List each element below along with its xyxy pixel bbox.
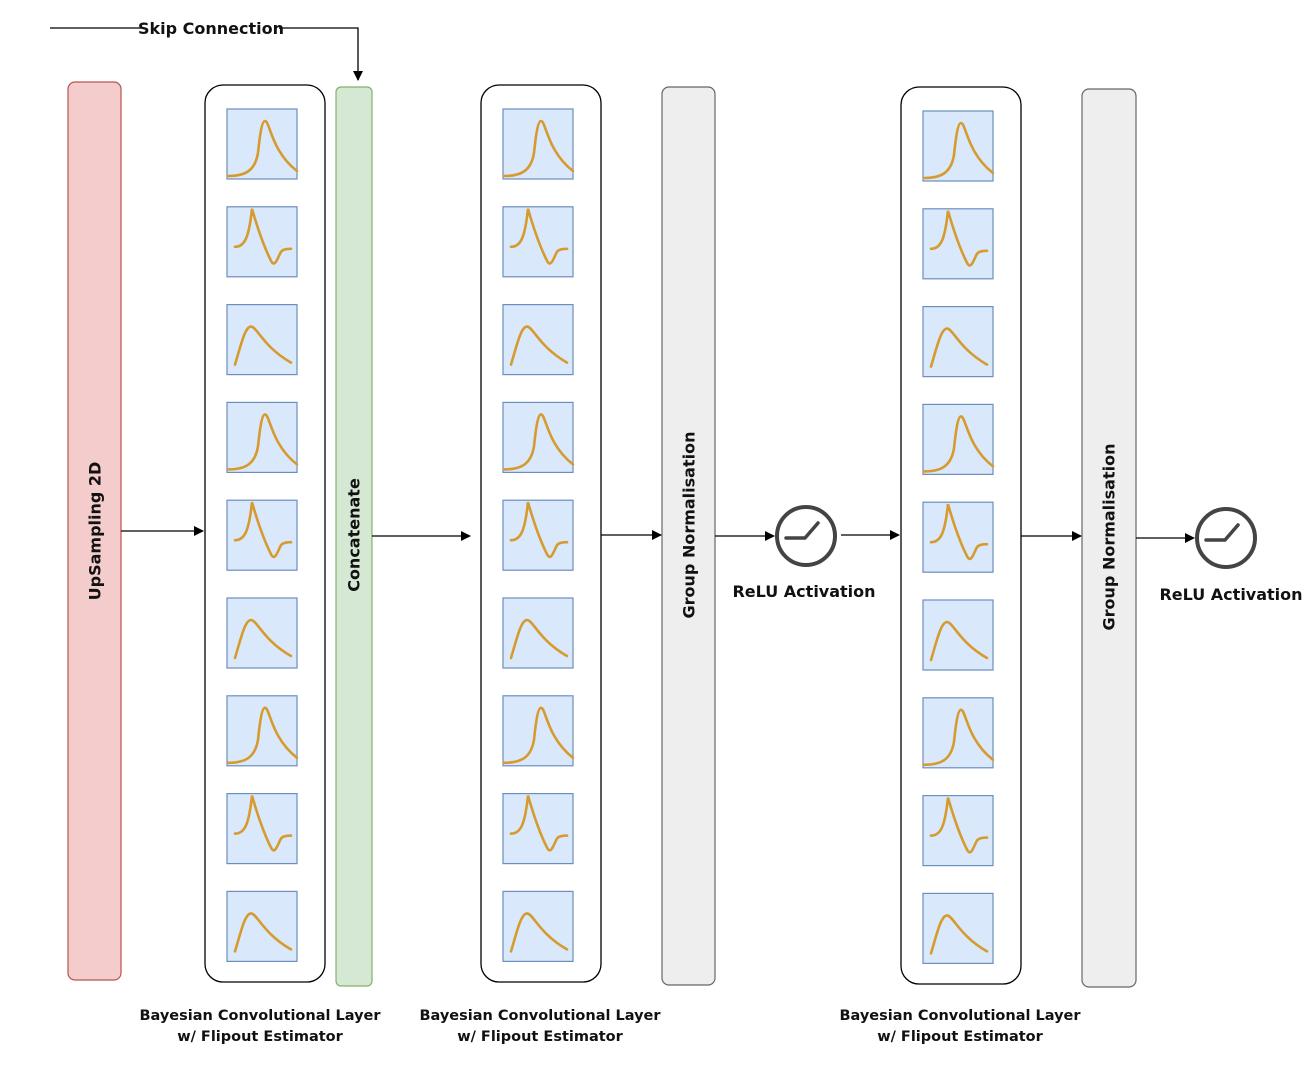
weight-distribution-cell — [922, 208, 994, 280]
weight-cell-box — [922, 697, 994, 769]
derivative-wave-icon — [509, 795, 569, 852]
weight-distribution-cell — [226, 206, 298, 278]
skewed-peak-icon — [226, 413, 299, 471]
decay-curve-icon — [929, 620, 989, 662]
weight-cell-box — [922, 110, 994, 182]
bayesian-layer-2 — [480, 84, 602, 983]
skewed-peak-icon — [922, 121, 995, 180]
weight-cell-box — [226, 108, 298, 180]
bayes-caption-1: Bayesian Convolutional Layer w/ Flipout … — [139, 1008, 381, 1045]
weight-distribution-cell — [502, 695, 575, 767]
skip-connection-label: Skip Connection — [138, 19, 284, 38]
relu-2-icon — [1204, 523, 1240, 542]
weight-distribution-cell — [502, 401, 575, 473]
weight-distribution-cell — [922, 306, 994, 378]
weight-cell-box — [226, 401, 298, 473]
weight-cell-box — [922, 403, 994, 475]
skewed-peak-icon — [502, 413, 575, 471]
weight-distribution-cell — [922, 599, 994, 671]
concatenate-label: Concatenate — [345, 478, 364, 592]
weight-distribution-cell — [226, 695, 299, 767]
weight-distribution-cell — [226, 792, 298, 865]
weight-distribution-cell — [226, 304, 298, 376]
weight-distribution-cell — [502, 792, 574, 865]
derivative-wave-icon — [929, 210, 989, 267]
skewed-peak-icon — [922, 708, 995, 767]
weight-distribution-cell — [922, 892, 994, 965]
weight-distribution-cell — [226, 401, 299, 473]
weight-distribution-cell — [922, 697, 995, 769]
weight-cell-box — [502, 695, 574, 767]
bayes-caption-2-line1: Bayesian Convolutional Layer — [419, 1008, 661, 1024]
skewed-peak-icon — [922, 415, 995, 473]
decay-curve-icon — [509, 618, 569, 660]
relu-1-label: ReLU Activation — [732, 582, 875, 601]
decay-curve-icon — [509, 325, 569, 366]
derivative-wave-icon — [929, 797, 989, 854]
skewed-peak-icon — [226, 119, 299, 178]
weight-distribution-cell — [922, 110, 995, 182]
derivative-wave-icon — [233, 208, 293, 265]
weight-distribution-cell — [502, 206, 574, 278]
skewed-peak-icon — [502, 119, 575, 178]
relu-activation-2: ReLU Activation — [1159, 507, 1303, 604]
group-norm-1-label: Group Normalisation — [680, 432, 699, 619]
bayesian-layer-3 — [900, 86, 1022, 985]
skip-label-background — [143, 19, 279, 38]
concatenate-block: Concatenate — [335, 86, 373, 987]
weight-distribution-cell — [226, 499, 298, 571]
bayes-caption-2-line2: w/ Flipout Estimator — [457, 1029, 623, 1045]
weight-distribution-cell — [502, 890, 574, 963]
weight-distribution-cell — [502, 108, 575, 180]
decay-curve-icon — [233, 618, 293, 660]
skip-connection: Skip Connection — [50, 19, 363, 81]
derivative-wave-icon — [509, 501, 569, 559]
weight-cell-box — [922, 306, 994, 378]
upsampling-label: UpSampling 2D — [86, 462, 105, 601]
bayes-caption-1-line2: w/ Flipout Estimator — [177, 1029, 343, 1045]
derivative-wave-icon — [929, 503, 989, 561]
skewed-peak-icon — [226, 706, 299, 765]
weight-cell-box — [502, 108, 574, 180]
weight-cell-box — [226, 695, 298, 767]
derivative-wave-icon — [233, 501, 293, 559]
decay-curve-icon — [929, 327, 989, 368]
decay-curve-icon — [929, 914, 989, 955]
relu-activation-1: ReLU Activation — [732, 505, 876, 601]
group-norm-2-label: Group Normalisation — [1100, 444, 1119, 631]
weight-distribution-cell — [226, 597, 298, 669]
group-norm-block-2: Group Normalisation — [1081, 88, 1137, 988]
weight-distribution-cell — [922, 403, 995, 475]
derivative-wave-icon — [509, 208, 569, 265]
decay-curve-icon — [233, 325, 293, 366]
bayes-caption-1-line1: Bayesian Convolutional Layer — [139, 1008, 381, 1024]
decay-curve-icon — [509, 912, 569, 953]
bayes-caption-3-line2: w/ Flipout Estimator — [877, 1029, 1043, 1045]
weight-distribution-cell — [502, 499, 574, 571]
weight-distribution-cell — [922, 794, 994, 867]
weight-distribution-cell — [922, 501, 994, 573]
decay-curve-icon — [233, 912, 293, 953]
weight-distribution-cell — [502, 597, 574, 669]
weight-distribution-cell — [226, 108, 299, 180]
derivative-wave-icon — [233, 795, 293, 852]
bayes-caption-3: Bayesian Convolutional Layer w/ Flipout … — [839, 1008, 1081, 1045]
weight-distribution-cell — [226, 890, 298, 963]
relu-2-label: ReLU Activation — [1159, 585, 1302, 604]
weight-distribution-cell — [502, 304, 574, 376]
group-norm-block-1: Group Normalisation — [661, 86, 716, 986]
upsampling-block: UpSampling 2D — [67, 81, 122, 981]
bayesian-layer-1 — [204, 84, 326, 983]
bayes-caption-2: Bayesian Convolutional Layer w/ Flipout … — [419, 1008, 661, 1045]
weight-cell-box — [502, 401, 574, 473]
relu-1-icon — [784, 521, 820, 540]
bayes-caption-3-line1: Bayesian Convolutional Layer — [839, 1008, 1081, 1024]
skewed-peak-icon — [502, 706, 575, 765]
